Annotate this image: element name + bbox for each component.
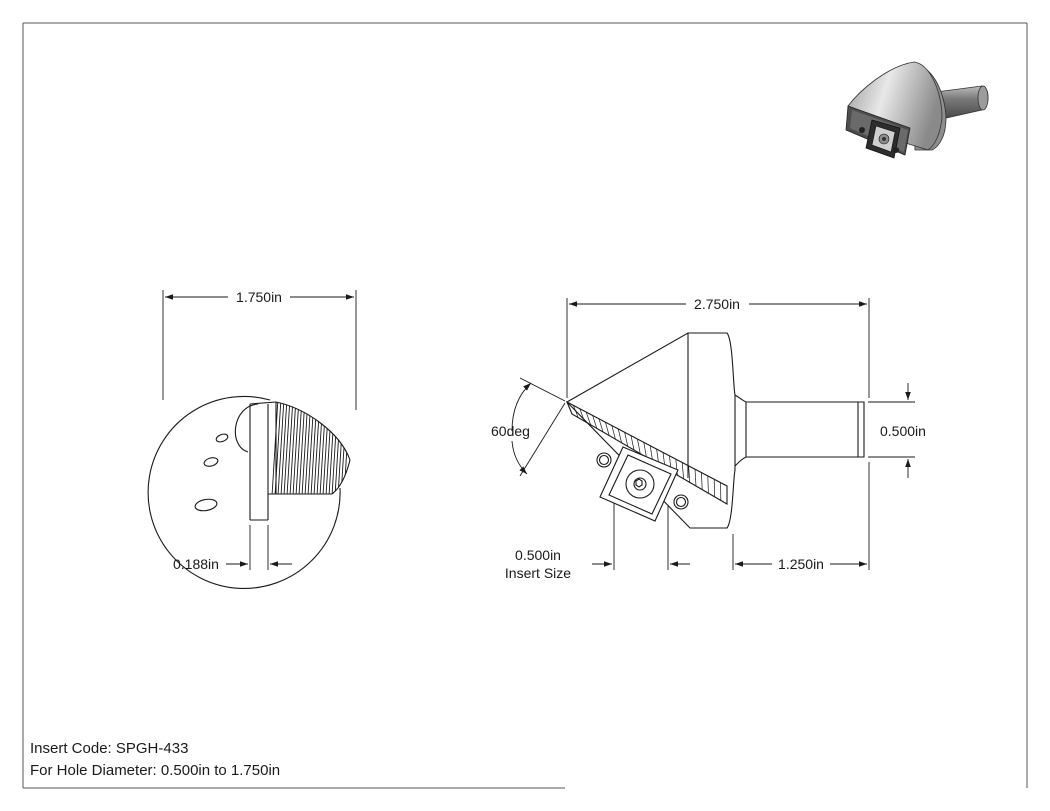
dim-overall-length-label: 2.750in: [694, 296, 740, 312]
dim-shank-length-label: 1.250in: [778, 556, 824, 572]
dim-angle-label: 60deg: [491, 423, 530, 439]
isometric-tool-image: [845, 61, 989, 159]
dim-front-width-label: 1.750in: [236, 289, 282, 305]
insert-code-note: Insert Code: SPGH-433: [30, 740, 189, 757]
dim-front-width: [162, 290, 357, 410]
dim-insert-size-value: 0.500in: [515, 547, 561, 563]
dim-shank-length: [732, 462, 870, 570]
dim-insert-size: [592, 503, 690, 570]
dim-shank-diameter: [868, 383, 915, 478]
dim-slot-width: [226, 525, 292, 570]
side-view: [565, 332, 865, 529]
dim-insert-size-label: Insert Size: [505, 565, 571, 581]
dim-angle: [511, 377, 566, 477]
dim-overall-length: [566, 298, 870, 398]
dim-shank-diameter-label: 0.500in: [880, 423, 926, 439]
hole-diameter-note: For Hole Diameter: 0.500in to 1.750in: [30, 762, 281, 779]
sheet-border: [22, 22, 1028, 789]
dim-slot-width-label: 0.188in: [173, 556, 219, 572]
